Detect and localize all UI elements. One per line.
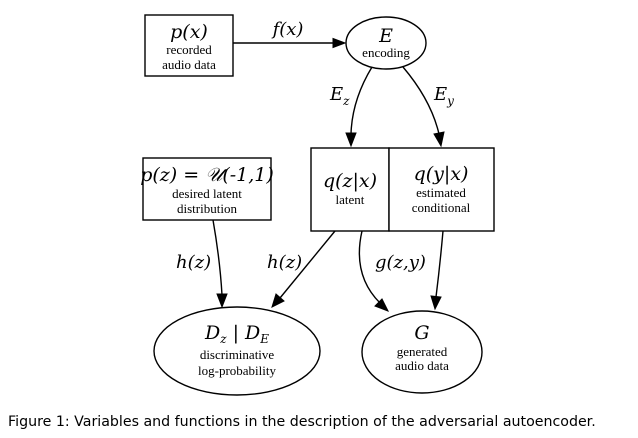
node-qz-line1: latent — [336, 192, 365, 207]
arrowhead — [433, 131, 445, 148]
edge-prior-to-discriminator: h(z) — [176, 219, 228, 309]
node-pz-line2: distribution — [177, 201, 237, 216]
node-g-line1: generated — [397, 344, 448, 359]
edge-label-ey: Ey — [433, 84, 454, 108]
arrowhead — [430, 295, 442, 311]
node-recorded-audio-data: p(x) recorded audio data — [144, 14, 234, 77]
edge-label-hz-right: h(z) — [267, 252, 302, 273]
node-discriminative-log-probability: Dz|DE discriminative log-probability — [153, 306, 321, 396]
node-qy-title: q(y|x) — [414, 163, 469, 185]
diagram: p(x) recorded audio data E encoding p(z)… — [140, 14, 495, 396]
arrowhead — [374, 298, 390, 312]
edge-encoding-to-conditional: Ey — [402, 66, 454, 148]
edge-px-to-encoding: f(x) — [233, 19, 347, 49]
figure-caption: Figure 1: Variables and functions in the… — [8, 414, 596, 430]
node-latent: q(z|x) latent — [310, 147, 390, 232]
edge-label-fx: f(x) — [271, 19, 304, 40]
edge-latent-to-generator: g(z,y) — [358, 230, 426, 312]
node-qy-line2: conditional — [412, 200, 471, 215]
node-px-line1: recorded — [166, 42, 212, 57]
edge-encoding-to-latent: Ez — [329, 66, 373, 148]
node-pz-line1: desired latent — [172, 186, 242, 201]
arrowhead — [332, 37, 347, 49]
node-px-title: p(x) — [170, 21, 208, 43]
node-estimated-conditional: q(y|x) estimated conditional — [388, 147, 495, 232]
edge-latent-to-discriminator: h(z) — [267, 230, 336, 308]
edge-label-hz-left: h(z) — [176, 252, 211, 273]
node-px-line2: audio data — [162, 57, 216, 72]
node-generated-audio-data: G generated audio data — [361, 310, 483, 394]
edge-label-ez: Ez — [329, 84, 350, 108]
node-e-title: E — [378, 25, 393, 47]
edge-label-gzy: g(z,y) — [375, 252, 426, 273]
node-d-line2: log-probability — [198, 363, 276, 378]
node-desired-latent-distribution: p(z) = 𝒰(-1,1) desired latent distributi… — [140, 157, 274, 221]
node-encoding: E encoding — [345, 16, 427, 70]
arrowhead — [345, 132, 357, 148]
node-qy-line1: estimated — [416, 185, 466, 200]
node-qz-title: q(z|x) — [323, 170, 377, 192]
edge-conditional-to-generator — [430, 230, 444, 311]
node-d-title: Dz|DE — [204, 322, 269, 346]
node-e-line1: encoding — [362, 45, 410, 60]
node-g-line2: audio data — [395, 358, 449, 373]
arrowhead — [216, 293, 228, 309]
arrowhead — [271, 293, 285, 308]
node-g-title: G — [414, 322, 429, 344]
node-d-line1: discriminative — [200, 347, 275, 362]
node-pz-title: p(z) = 𝒰(-1,1) — [140, 164, 274, 186]
